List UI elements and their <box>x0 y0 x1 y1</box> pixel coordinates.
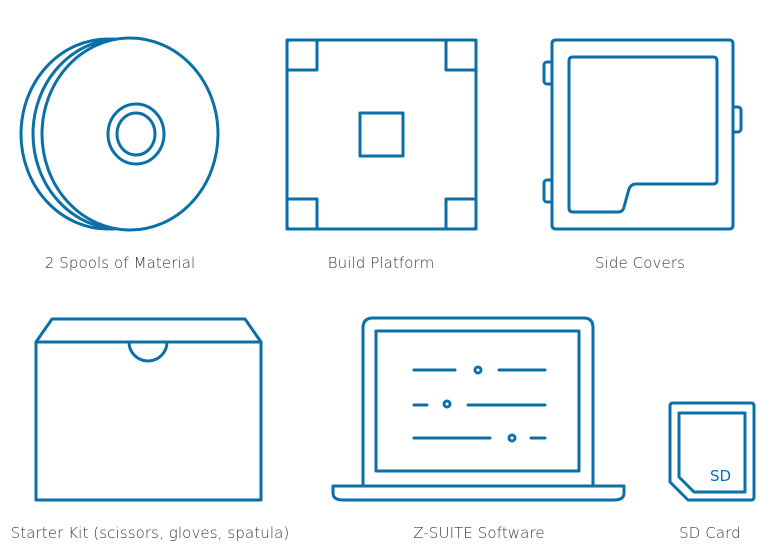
item-z-suite: Z-SUITE Software <box>325 300 635 550</box>
item-caption: SD Card <box>679 524 741 542</box>
item-side-covers: Side Covers <box>535 0 755 290</box>
build-platform-icon <box>285 38 478 231</box>
item-spools: 2 Spools of Material <box>0 0 260 290</box>
item-caption: Side Covers <box>594 254 686 272</box>
side-covers-icon <box>542 38 743 231</box>
item-sd-card: SD SD Card <box>660 300 779 550</box>
item-caption: Z-SUITE Software <box>413 524 545 542</box>
item-caption: 2 Spools of Material <box>44 254 196 272</box>
sd-card-icon: SD <box>668 401 756 502</box>
item-caption: Starter Kit (scissors, gloves, spatula) <box>10 524 290 542</box>
item-build-platform: Build Platform <box>270 0 490 290</box>
item-caption: Build Platform <box>327 254 435 272</box>
item-starter-kit: Starter Kit (scissors, gloves, spatula) <box>0 300 300 550</box>
box-icon <box>34 317 263 502</box>
spool-icon <box>19 36 220 232</box>
sd-card-label: SD <box>710 467 731 485</box>
laptop-icon <box>331 316 626 502</box>
